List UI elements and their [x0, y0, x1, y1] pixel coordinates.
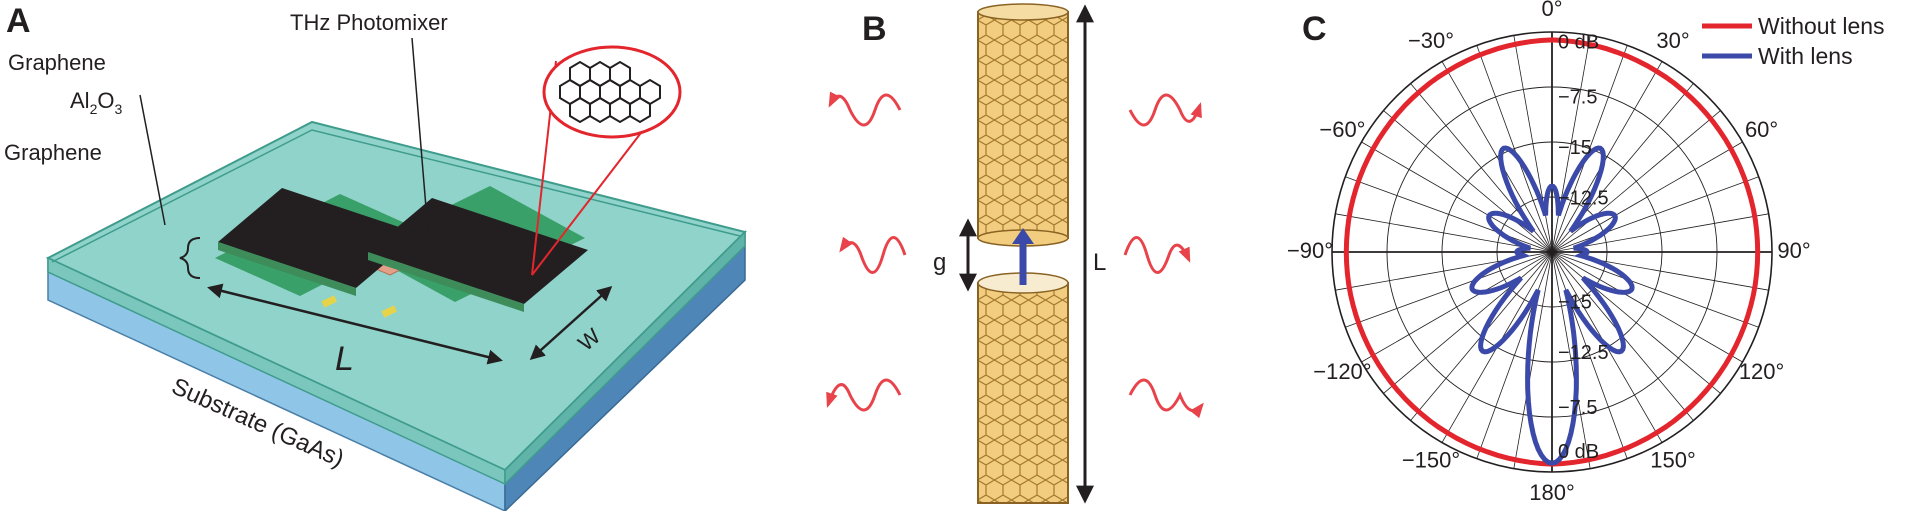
radial-label-top: −7.5: [1558, 86, 1597, 108]
polar-spoke: [1551, 251, 1743, 363]
angle-label: −120°: [1313, 359, 1371, 384]
panel-c: C 0° 30° 60° 90° 120° 150° 180° −150° −120° −90° −…: [1287, 0, 1885, 505]
polar-plot: 0° 30° 60° 90° 120° 150° 180° −150° −120° −90° −60…: [1287, 0, 1811, 505]
radial-label-bottom: 0 dB: [1558, 441, 1599, 463]
polar-spoke: [1551, 251, 1721, 394]
legend-label: Without lens: [1758, 13, 1885, 39]
polar-spoke: [1335, 213, 1553, 253]
angle-label: 60°: [1745, 117, 1778, 142]
panel-b-letter: B: [862, 10, 887, 48]
label-gap: g: [933, 249, 946, 276]
nanotube-upper: [977, 3, 1069, 247]
wave-left-mid: [839, 236, 907, 274]
width-arrow: [529, 285, 613, 361]
leader-al2o3: [139, 94, 166, 226]
label-tube-length: L: [1093, 249, 1106, 276]
glass-side-edge: [504, 230, 746, 486]
polar-spoke: [1441, 61, 1553, 253]
polar-spoke: [1345, 251, 1553, 328]
wave-right-top: [1128, 93, 1202, 127]
angle-label: −60°: [1319, 117, 1365, 142]
polar-spoke: [1551, 61, 1663, 253]
substrate-block: [45, 120, 747, 511]
panel-c-letter: C: [1302, 10, 1327, 48]
polar-spoke: [1513, 251, 1553, 469]
angle-label: −30°: [1408, 28, 1454, 53]
angle-label: 90°: [1777, 238, 1810, 263]
polar-spoke: [1551, 251, 1628, 459]
angle-label: 180°: [1529, 480, 1575, 505]
polar-spoke: [1551, 141, 1743, 253]
angle-label: 30°: [1656, 28, 1689, 53]
length-arrow: [207, 283, 503, 365]
label-al2o3: Al2O3: [70, 88, 122, 117]
wave-left-bottom: [826, 378, 902, 412]
label-graphene-bottom: Graphene: [4, 140, 102, 165]
polar-spoke: [1383, 110, 1553, 253]
polar-spoke: [1551, 213, 1769, 253]
radial-label-bottom: −12.5: [1558, 342, 1609, 364]
radial-label-bottom: −7.5: [1558, 397, 1597, 419]
label-thz-photomixer: THz Photomixer: [290, 10, 448, 35]
angle-label: −90°: [1287, 238, 1333, 263]
legend-label: With lens: [1758, 43, 1853, 69]
nanotube-lower: [977, 272, 1069, 504]
panel-a-letter: A: [6, 2, 31, 40]
radial-label-bottom: −15: [1558, 291, 1592, 313]
series-with-lens: [1469, 145, 1635, 466]
leader-photomixer: [411, 37, 429, 233]
polar-spoke: [1551, 251, 1591, 469]
polar-spoke: [1551, 176, 1759, 253]
panel-a: A: [4, 2, 747, 511]
polar-spoke: [1551, 110, 1721, 253]
polar-spoke: [1476, 251, 1553, 459]
polar-spoke: [1361, 141, 1553, 253]
radial-label-top: −15: [1558, 137, 1592, 159]
polar-spoke: [1383, 251, 1553, 394]
polar-spoke: [1345, 176, 1553, 253]
polar-spoke: [1513, 35, 1553, 253]
glass-top: [45, 120, 747, 472]
pad-left: [218, 188, 420, 296]
radial-label-top: −12.5: [1558, 188, 1609, 210]
polar-spoke: [1551, 45, 1628, 253]
wave-right-bottom: [1128, 378, 1204, 419]
angle-label: 150°: [1650, 447, 1696, 472]
polar-spoke: [1361, 251, 1553, 363]
polar-spoke: [1551, 35, 1591, 253]
label-graphene-top: Graphene: [8, 50, 106, 75]
polar-spoke: [1551, 251, 1759, 328]
wave-left-top: [828, 91, 902, 127]
label-length: L: [335, 340, 354, 378]
polar-spoke: [1476, 45, 1553, 253]
waves-right: [1123, 93, 1204, 419]
graphene-lattice-inset: [531, 45, 682, 276]
angle-label: 0°: [1541, 0, 1562, 21]
layer-brace: [179, 237, 201, 279]
wave-right-mid: [1123, 236, 1191, 274]
angle-label: −150°: [1402, 447, 1460, 472]
angle-label: 120°: [1739, 359, 1785, 384]
radial-label-top: 0 dB: [1558, 31, 1599, 53]
waves-left: [826, 91, 907, 412]
panel-b: B g L: [826, 3, 1204, 504]
